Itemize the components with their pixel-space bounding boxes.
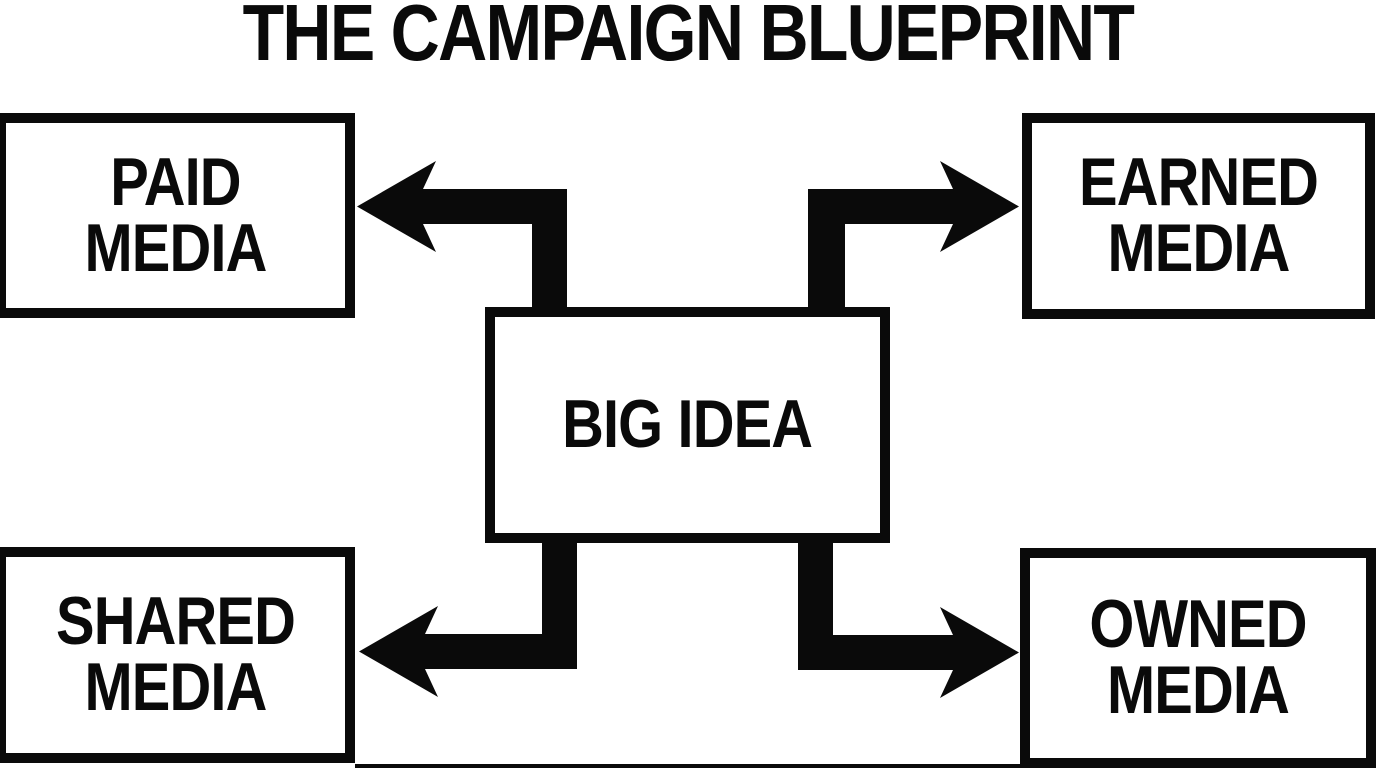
node-label-shared-media: SHARED MEDIA xyxy=(56,583,296,725)
arrow-big-idea-to-owned-media xyxy=(798,543,1019,698)
node-box-shared-media: SHARED MEDIA xyxy=(0,547,355,763)
node-box-paid-media: PAID MEDIA xyxy=(0,113,355,318)
node-box-owned-media: OWNED MEDIA xyxy=(1020,548,1376,768)
bottom-crop-line xyxy=(355,764,1021,768)
node-label-earned-media: EARNED MEDIA xyxy=(1079,144,1319,286)
arrow-big-idea-to-shared-media xyxy=(359,543,577,697)
node-box-big-idea: BIG IDEA xyxy=(485,307,890,543)
diagram-title: THE CAMPAIGN BLUEPRINT xyxy=(0,0,1376,73)
node-label-paid-media: PAID MEDIA xyxy=(84,143,267,286)
diagram-title-text: THE CAMPAIGN BLUEPRINT xyxy=(242,0,1135,77)
arrow-big-idea-to-earned-media xyxy=(808,161,1019,307)
arrow-big-idea-to-paid-media xyxy=(357,161,567,307)
node-label-owned-media: OWNED MEDIA xyxy=(1089,586,1307,728)
node-box-earned-media: EARNED MEDIA xyxy=(1022,113,1375,319)
node-label-big-idea: BIG IDEA xyxy=(562,386,813,463)
